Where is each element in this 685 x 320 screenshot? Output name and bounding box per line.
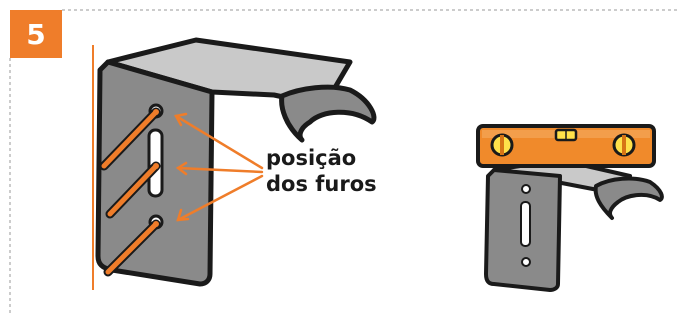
callout-arrows bbox=[174, 112, 264, 222]
callout-line-2: dos furos bbox=[266, 172, 377, 196]
callout-line-1: posição bbox=[266, 146, 357, 170]
bottom-hole bbox=[521, 257, 531, 267]
pencil-middle bbox=[105, 161, 161, 219]
wall-bracket-right bbox=[484, 158, 664, 292]
level-vial-center bbox=[554, 128, 578, 142]
spirit-level bbox=[476, 124, 656, 168]
pencil-marks bbox=[99, 107, 161, 277]
level-vial-left bbox=[490, 133, 514, 157]
pencil-bottom bbox=[103, 219, 161, 277]
level-vial-right bbox=[612, 133, 636, 157]
holes-position-label: posição dos furos bbox=[266, 145, 386, 197]
step-number-badge: 5 bbox=[10, 10, 62, 58]
bracket-curl bbox=[593, 176, 664, 220]
top-hole bbox=[521, 184, 531, 194]
bracket-curl bbox=[279, 84, 377, 143]
center-slot bbox=[520, 201, 531, 247]
pencil-top bbox=[99, 107, 161, 171]
dashed-border bbox=[9, 9, 680, 316]
